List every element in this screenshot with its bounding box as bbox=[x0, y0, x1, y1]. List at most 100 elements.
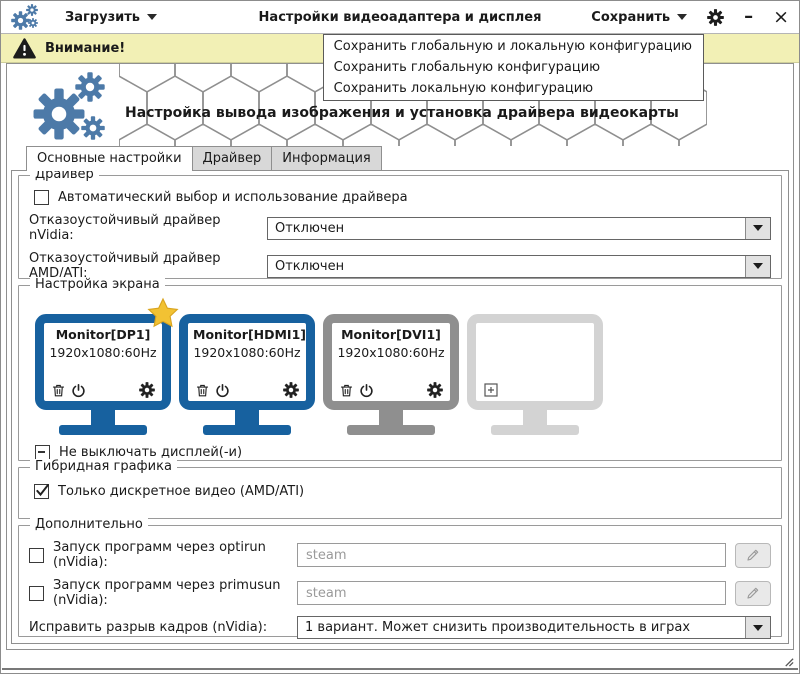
monitor-stand bbox=[91, 410, 115, 425]
keep-displays-on-checkbox[interactable] bbox=[35, 445, 50, 460]
monitor-mode: 1920x1080:60Hz bbox=[193, 345, 301, 360]
app-logo-icon bbox=[11, 4, 43, 30]
nvidia-failsafe-select[interactable]: Отключен bbox=[267, 216, 771, 240]
delete-monitor-icon[interactable] bbox=[51, 383, 66, 398]
monitor-screen: Monitor[HDMI1] 1920x1080:60Hz bbox=[179, 314, 315, 410]
delete-monitor-icon[interactable] bbox=[195, 383, 210, 398]
monitor-stand bbox=[523, 410, 547, 425]
power-monitor-icon[interactable] bbox=[71, 383, 86, 398]
monitor-stand bbox=[379, 410, 403, 425]
group-screen-title: Настройка экрана bbox=[30, 277, 165, 292]
optirun-checkbox[interactable] bbox=[29, 547, 44, 563]
tab-main-settings[interactable]: Основные настройки bbox=[26, 146, 193, 171]
status-bar-border bbox=[2, 668, 798, 670]
monitor-screen bbox=[467, 314, 603, 410]
save-dropdown-menu: Сохранить глобальную и локальную конфигу… bbox=[322, 34, 704, 101]
auto-driver-label: Автоматический выбор и использование дра… bbox=[58, 190, 408, 205]
resize-grip[interactable] bbox=[783, 656, 794, 667]
monitor-empty-slot[interactable] bbox=[467, 314, 603, 435]
settings-gear-button[interactable] bbox=[707, 9, 724, 26]
chevron-down-icon bbox=[753, 225, 763, 231]
monitor-mode: 1920x1080:60Hz bbox=[337, 345, 445, 360]
monitor-screen: Monitor[DVI1] 1920x1080:60Hz bbox=[323, 314, 459, 410]
minimize-button[interactable]: – bbox=[744, 6, 754, 27]
add-display-icon[interactable] bbox=[483, 382, 499, 398]
warning-triangle-icon bbox=[13, 37, 36, 60]
menu-item-save-local[interactable]: Сохранить локальную конфигурацию bbox=[333, 81, 594, 96]
app-logo-large-icon bbox=[33, 72, 117, 142]
keep-displays-on-label: Не выключать дисплей(-и) bbox=[59, 445, 243, 460]
monitor-settings-gear-icon[interactable] bbox=[139, 382, 155, 398]
pencil-icon bbox=[745, 547, 761, 563]
monitor-name: Monitor[HDMI1] bbox=[193, 327, 306, 342]
optirun-command-input[interactable] bbox=[297, 543, 726, 567]
monitor-row: Monitor[DP1] 1920x1080:60Hz bbox=[35, 314, 771, 435]
menu-item-save-global[interactable]: Сохранить глобальную конфигурацию bbox=[333, 60, 601, 75]
save-button[interactable]: Сохранить bbox=[591, 9, 688, 25]
indeterminate-mark bbox=[38, 451, 45, 453]
titlebar: Загрузить Настройки видеоадаптера и дисп… bbox=[1, 1, 799, 34]
chevron-down-icon bbox=[677, 14, 688, 20]
primusun-command-input[interactable] bbox=[297, 581, 726, 605]
group-screen-setup: Настройка экрана Monitor[DP1] 1920x1080:… bbox=[18, 277, 782, 461]
load-button[interactable]: Загрузить bbox=[65, 10, 157, 25]
monitor-base bbox=[59, 425, 147, 435]
group-hybrid-title: Гибридная графика bbox=[30, 459, 177, 474]
monitor-base bbox=[203, 425, 291, 435]
monitor-settings-gear-icon[interactable] bbox=[427, 382, 443, 398]
discrete-only-label: Только дискретное видео (AMD/ATI) bbox=[58, 484, 305, 499]
nvidia-failsafe-value: Отключен bbox=[275, 220, 345, 236]
tab-information[interactable]: Информация bbox=[271, 146, 382, 170]
group-additional: Дополнительно Запуск программ через opti… bbox=[18, 517, 782, 639]
optirun-edit-button[interactable] bbox=[735, 542, 771, 568]
primusun-edit-button[interactable] bbox=[735, 580, 771, 606]
nvidia-failsafe-label: Отказоустойчивый драйвер nVidia: bbox=[29, 213, 221, 243]
load-button-label: Загрузить bbox=[65, 9, 140, 25]
power-monitor-icon[interactable] bbox=[359, 383, 374, 398]
primary-star-icon bbox=[146, 297, 180, 331]
tearfix-select[interactable]: 1 вариант. Может снизить производительно… bbox=[297, 616, 771, 639]
main-panel: Настройка вывода изображения и установка… bbox=[6, 63, 794, 650]
delete-monitor-icon[interactable] bbox=[339, 383, 354, 398]
amd-failsafe-dropdown-button[interactable] bbox=[745, 255, 770, 277]
monitor-base bbox=[347, 425, 435, 435]
menu-item-save-global-and-local[interactable]: Сохранить глобальную и локальную конфигу… bbox=[333, 39, 692, 54]
amd-failsafe-select[interactable]: Отключен bbox=[267, 254, 771, 278]
monitor-mode: 1920x1080:60Hz bbox=[49, 345, 157, 360]
primusun-checkbox[interactable] bbox=[29, 585, 44, 601]
tearfix-dropdown-button[interactable] bbox=[745, 617, 770, 638]
monitor-dp1[interactable]: Monitor[DP1] 1920x1080:60Hz bbox=[35, 314, 171, 435]
tearfix-label: Исправить разрыв кадров (nVidia): bbox=[29, 620, 268, 635]
chevron-down-icon bbox=[753, 263, 763, 269]
pencil-icon bbox=[745, 585, 761, 601]
page-title: Настройка вывода изображения и установка… bbox=[125, 105, 679, 121]
power-monitor-icon[interactable] bbox=[215, 383, 230, 398]
monitor-base bbox=[491, 425, 579, 435]
monitor-name: Monitor[DVI1] bbox=[341, 327, 441, 342]
monitor-dvi1[interactable]: Monitor[DVI1] 1920x1080:60Hz bbox=[323, 314, 459, 435]
checkmark-icon bbox=[34, 482, 51, 499]
save-button-label: Сохранить bbox=[591, 9, 671, 25]
amd-failsafe-value: Отключен bbox=[275, 258, 345, 274]
close-button[interactable]: × bbox=[773, 6, 789, 28]
monitor-stand bbox=[235, 410, 259, 425]
tab-panel-main-settings: Драйвер Автоматический выбор и использов… bbox=[11, 167, 789, 644]
group-driver: Драйвер Автоматический выбор и использов… bbox=[18, 167, 782, 281]
discrete-only-checkbox[interactable] bbox=[34, 484, 49, 499]
status-bar bbox=[2, 650, 798, 673]
monitor-settings-gear-icon[interactable] bbox=[283, 382, 299, 398]
tab-bar: Основные настройки Драйвер Информация bbox=[26, 146, 793, 171]
optirun-label: Запуск программ через optirun (nVidia): bbox=[53, 540, 266, 570]
monitor-screen: Monitor[DP1] 1920x1080:60Hz bbox=[35, 314, 171, 410]
group-additional-title: Дополнительно bbox=[30, 517, 148, 532]
chevron-down-icon bbox=[147, 14, 157, 20]
group-hybrid-graphics: Гибридная графика Только дискретное виде… bbox=[18, 459, 782, 519]
tab-driver[interactable]: Драйвер bbox=[191, 146, 273, 170]
monitor-name: Monitor[DP1] bbox=[55, 327, 151, 342]
auto-driver-checkbox[interactable] bbox=[34, 190, 49, 205]
nvidia-failsafe-dropdown-button[interactable] bbox=[745, 217, 770, 239]
monitor-hdmi1[interactable]: Monitor[HDMI1] 1920x1080:60Hz bbox=[179, 314, 315, 435]
warning-label: Внимание! bbox=[45, 40, 126, 56]
tearfix-value: 1 вариант. Может снизить производительно… bbox=[305, 620, 691, 635]
